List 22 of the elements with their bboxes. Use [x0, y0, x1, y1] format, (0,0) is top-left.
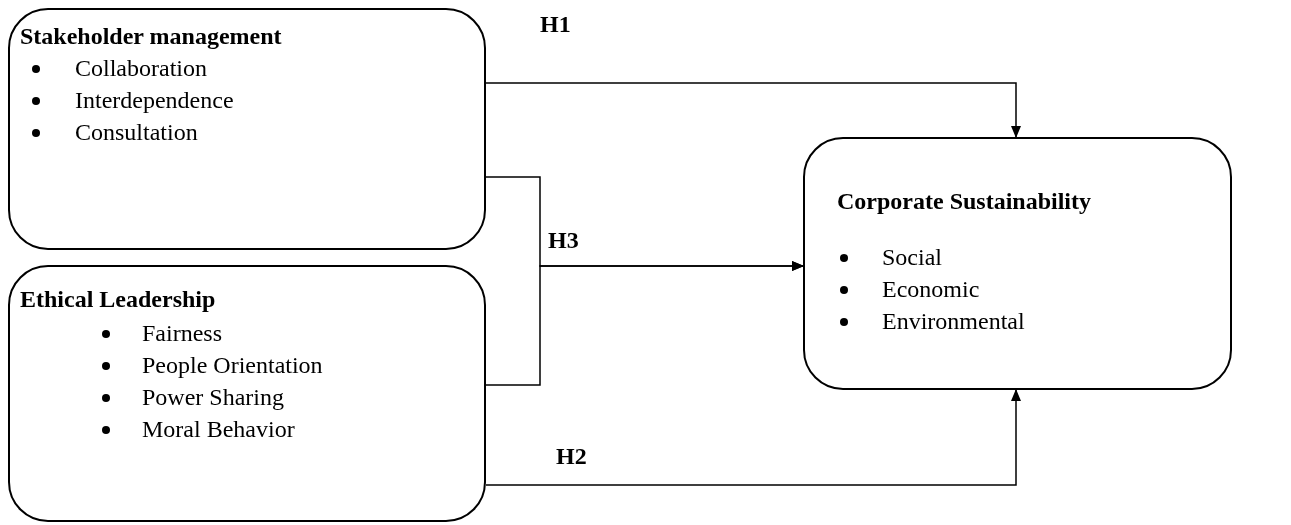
list-item: Moral Behavior [142, 415, 295, 443]
list-item: Collaboration [75, 54, 207, 82]
arrow [485, 82, 1021, 138]
list-item: Power Sharing [142, 383, 284, 411]
rounded-box [803, 137, 1232, 390]
list-item: Economic [882, 275, 980, 303]
list-item: Consultation [75, 118, 198, 146]
arrow [485, 261, 804, 386]
edge-label: H1 [540, 10, 571, 38]
edge-label: H3 [548, 226, 579, 254]
list-item: Environmental [882, 307, 1025, 335]
list-item: Social [882, 243, 942, 271]
heading: Corporate Sustainability [837, 187, 1091, 215]
rounded-box [8, 265, 486, 522]
rounded-box [8, 8, 486, 250]
heading: Stakeholder management [20, 22, 282, 50]
list-item: Fairness [142, 319, 222, 347]
arrow [485, 389, 1021, 486]
list-item: People Orientation [142, 351, 323, 379]
heading: Ethical Leadership [20, 285, 216, 313]
list-item: Interdependence [75, 86, 234, 114]
edge-label: H2 [556, 442, 587, 470]
